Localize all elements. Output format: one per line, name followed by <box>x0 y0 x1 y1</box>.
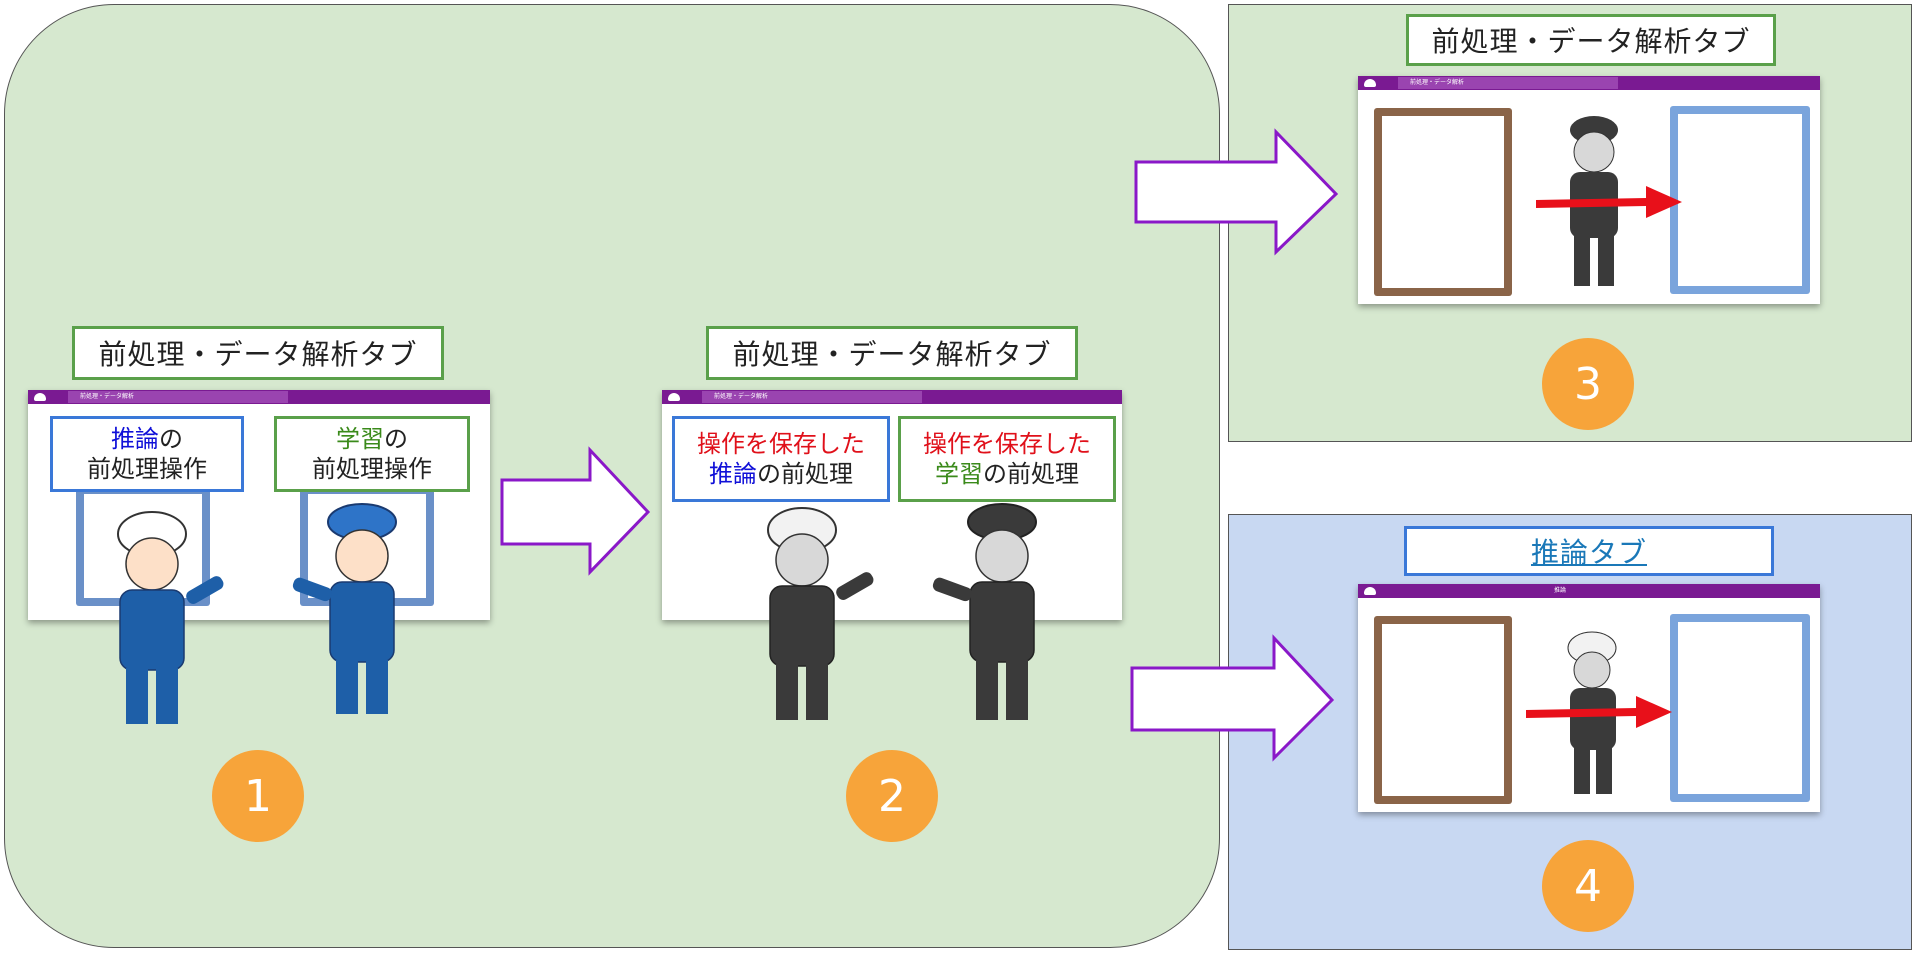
document-after-icon <box>1670 614 1810 802</box>
screen-title-bar: 前処理・データ解析 <box>1358 76 1820 90</box>
screen-bar-text: 前処理・データ解析 <box>80 393 135 400</box>
worker-blue-cap-icon <box>292 503 397 714</box>
arrow-to-step3 <box>1134 128 1339 256</box>
document-before-icon <box>1374 108 1512 296</box>
screen-title-bar: 推論 <box>1358 584 1820 598</box>
logo-icon <box>1364 587 1376 595</box>
red-arrow-icon <box>1526 696 1672 728</box>
worker-with-arrow-icon <box>1526 631 1672 794</box>
box-training-preprocess: 学習の 前処理操作 <box>274 416 470 492</box>
screen-bar-text: 前処理・データ解析 <box>1410 79 1465 86</box>
box-saved-inference-preprocess: 操作を保存した 推論の前処理 <box>672 416 890 502</box>
red-arrow-icon <box>1536 186 1682 218</box>
logo-icon <box>34 393 46 401</box>
highlight-training: 学習 <box>336 425 384 453</box>
tab-label-preprocess-step3: 前処理・データ解析タブ <box>1406 14 1776 66</box>
screen-title-bar: 前処理・データ解析 <box>662 390 1122 404</box>
screen-title-bar: 前処理・データ解析 <box>28 390 490 404</box>
document-after-icon <box>1670 106 1810 294</box>
tab-label-preprocess-step1: 前処理・データ解析タブ <box>72 326 444 380</box>
screen-bar-text: 前処理・データ解析 <box>714 393 769 400</box>
document-before-icon <box>1374 616 1512 804</box>
highlight-training: 学習 <box>935 460 983 488</box>
step-number-4: 4 <box>1542 840 1634 932</box>
highlight-inference: 推論 <box>111 425 159 453</box>
tab-label-preprocess-step2: 前処理・データ解析タブ <box>706 326 1078 380</box>
worker-gray-cap-icon <box>932 503 1037 720</box>
worker-gray-helmet-icon <box>767 507 874 720</box>
worker-with-arrow-icon <box>1536 116 1682 286</box>
step-number-1: 1 <box>212 750 304 842</box>
step-number-2: 2 <box>846 750 938 842</box>
box-saved-training-preprocess: 操作を保存した 学習の前処理 <box>898 416 1116 502</box>
arrow-to-step4 <box>1130 634 1335 762</box>
box-inference-preprocess: 推論の 前処理操作 <box>50 416 244 492</box>
highlight-inference: 推論 <box>709 460 757 488</box>
arrow-step1-to-step2 <box>500 446 651 576</box>
tab-label-inference[interactable]: 推論タブ <box>1404 526 1774 576</box>
logo-icon <box>1364 79 1376 87</box>
step-number-3: 3 <box>1542 338 1634 430</box>
worker-white-helmet-icon <box>117 511 224 724</box>
logo-icon <box>668 393 680 401</box>
screen-bar-text: 推論 <box>1554 587 1567 594</box>
